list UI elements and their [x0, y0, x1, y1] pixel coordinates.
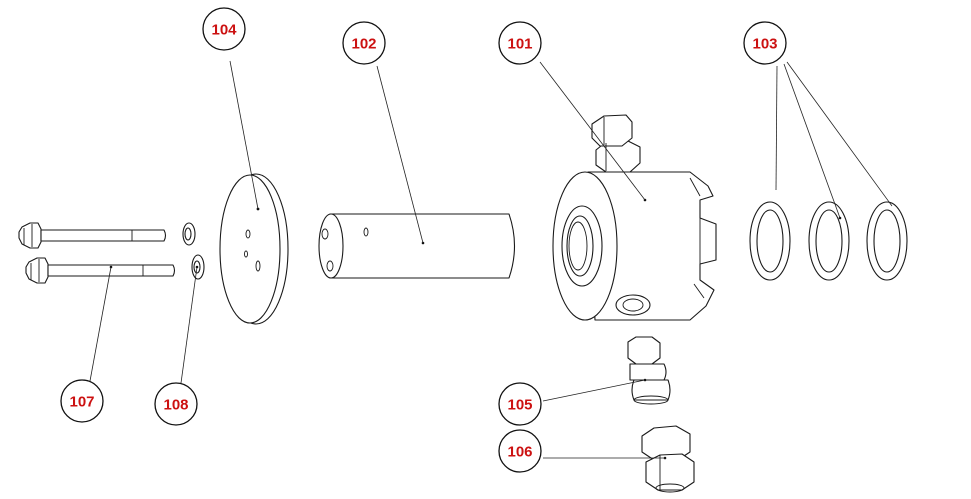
- part-101-body: [552, 114, 717, 321]
- part-106-fitting: [641, 425, 695, 493]
- callout-103: 103: [743, 21, 787, 65]
- callout-103-label: 103: [752, 36, 777, 53]
- callout-102: 102: [342, 21, 386, 65]
- callout-105-label: 105: [507, 397, 532, 414]
- part-104-plate: [219, 173, 289, 325]
- callout-105: 105: [498, 382, 542, 426]
- callout-107: 107: [60, 379, 104, 423]
- part-107-bolts: [18, 222, 176, 284]
- callout-106: 106: [498, 429, 542, 473]
- bolt-lower: [25, 257, 176, 284]
- part-103-rings: [749, 201, 908, 281]
- part-105-fitting: [627, 336, 671, 405]
- leader-102: [376, 65, 424, 244]
- leader-103c: [786, 61, 893, 207]
- callout-102-label: 102: [351, 36, 376, 53]
- leader-105: [542, 379, 646, 402]
- callout-101: 101: [498, 21, 542, 65]
- callout-101-label: 101: [507, 36, 532, 53]
- part-102-tube: [318, 213, 515, 279]
- callout-108: 108: [154, 382, 198, 426]
- callout-104-label: 104: [211, 22, 237, 39]
- callout-106-label: 106: [507, 444, 532, 461]
- bolt-upper: [18, 222, 167, 249]
- leader-104: [229, 60, 259, 210]
- leader-103b: [783, 63, 841, 219]
- leader-103a: [775, 65, 778, 191]
- callout-107-label: 107: [69, 394, 94, 411]
- leader-101: [539, 61, 646, 201]
- callout-104: 104: [202, 7, 246, 51]
- part-108-washers: [182, 222, 205, 280]
- leader-107: [89, 266, 112, 382]
- callout-108-label: 108: [163, 397, 188, 414]
- leader-108: [180, 266, 198, 384]
- leader-lines: [89, 60, 893, 459]
